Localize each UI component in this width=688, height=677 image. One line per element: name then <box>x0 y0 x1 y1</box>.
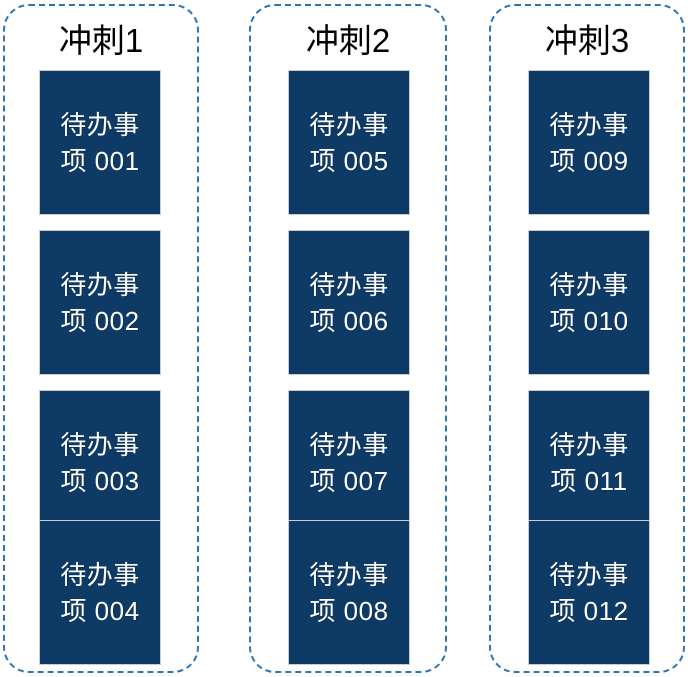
backlog-card[interactable]: 待办事 项 012 <box>528 520 650 665</box>
backlog-card-line-2: 项 002 <box>60 305 140 336</box>
backlog-card[interactable]: 待办事 项 006 <box>288 230 410 375</box>
sprint-column-2-card-stack: 待办事 项 005 待办事 项 006 待办事 项 007 待办事 项 008 <box>251 70 445 665</box>
backlog-card-line-2: 项 009 <box>549 145 629 176</box>
backlog-card[interactable]: 待办事 项 007 <box>288 390 410 535</box>
backlog-card-line-2: 项 006 <box>309 305 389 336</box>
backlog-card-line-1: 待办事 <box>549 109 629 140</box>
sprint-column-3[interactable]: 冲刺3 待办事 项 009 待办事 项 010 待办事 项 011 待办事 项 … <box>489 4 685 673</box>
backlog-card-line-2: 项 010 <box>549 305 629 336</box>
backlog-card-line-1: 待办事 <box>309 429 389 460</box>
backlog-card-line-2: 项 001 <box>60 145 140 176</box>
backlog-card[interactable]: 待办事 项 009 <box>528 70 650 215</box>
backlog-card[interactable]: 待办事 项 008 <box>288 520 410 665</box>
backlog-card[interactable]: 待办事 项 011 <box>528 390 650 535</box>
backlog-card[interactable]: 待办事 项 001 <box>39 70 161 215</box>
sprint-column-1-card-stack: 待办事 项 001 待办事 项 002 待办事 项 003 待办事 项 004 <box>5 70 197 665</box>
backlog-card-line-1: 待办事 <box>60 269 140 300</box>
backlog-card-line-1: 待办事 <box>309 559 389 590</box>
sprint-column-2-title: 冲刺2 <box>305 22 391 59</box>
backlog-card-line-2: 项 007 <box>309 465 389 496</box>
backlog-card[interactable]: 待办事 项 002 <box>39 230 161 375</box>
sprint-column-1[interactable]: 冲刺1 待办事 项 001 待办事 项 002 待办事 项 003 待办事 项 … <box>3 4 199 673</box>
backlog-card-line-1: 待办事 <box>60 109 140 140</box>
backlog-card[interactable]: 待办事 项 004 <box>39 520 161 665</box>
backlog-card-line-2: 项 005 <box>309 145 389 176</box>
backlog-card-line-1: 待办事 <box>60 559 140 590</box>
backlog-card-line-2: 项 003 <box>60 465 140 496</box>
backlog-card-line-1: 待办事 <box>549 429 629 460</box>
sprint-column-1-title: 冲刺1 <box>58 22 144 59</box>
backlog-card-line-1: 待办事 <box>309 269 389 300</box>
sprint-column-3-card-stack: 待办事 项 009 待办事 项 010 待办事 项 011 待办事 项 012 <box>491 70 683 665</box>
backlog-card-line-2: 项 004 <box>60 595 140 626</box>
backlog-card-line-1: 待办事 <box>309 109 389 140</box>
backlog-card-line-1: 待办事 <box>549 269 629 300</box>
backlog-card-line-1: 待办事 <box>549 559 629 590</box>
backlog-card-line-2: 项 012 <box>549 595 629 626</box>
backlog-card-line-2: 项 011 <box>550 465 628 496</box>
backlog-card[interactable]: 待办事 项 010 <box>528 230 650 375</box>
sprint-column-2[interactable]: 冲刺2 待办事 项 005 待办事 项 006 待办事 项 007 待办事 项 … <box>249 4 447 673</box>
backlog-card-line-1: 待办事 <box>60 429 140 460</box>
backlog-card[interactable]: 待办事 项 005 <box>288 70 410 215</box>
sprint-column-3-title: 冲刺3 <box>544 22 630 59</box>
backlog-card[interactable]: 待办事 项 003 <box>39 390 161 535</box>
backlog-card-line-2: 项 008 <box>309 595 389 626</box>
